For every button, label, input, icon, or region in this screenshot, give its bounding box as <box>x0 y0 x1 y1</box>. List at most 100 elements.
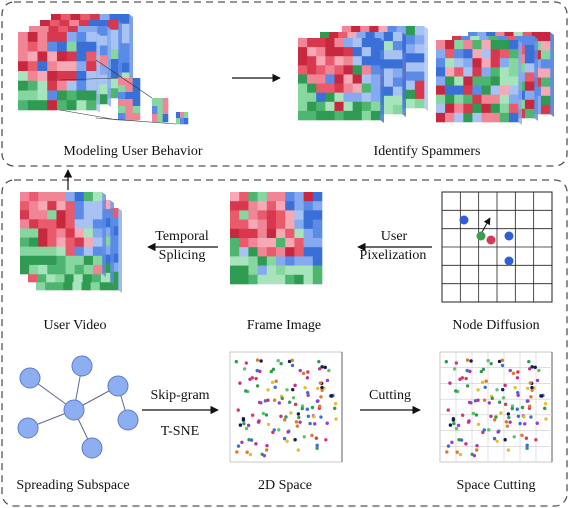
space-cutting-point <box>543 406 547 411</box>
space-2d-point <box>238 381 242 385</box>
space-2d-point <box>255 358 260 362</box>
space-2d-point <box>317 359 321 364</box>
modeling-slice-1 <box>118 78 141 121</box>
space-2d-point <box>238 423 243 427</box>
space-2d-point <box>298 420 302 424</box>
space-2d-point <box>306 390 310 395</box>
blue-node-icon <box>504 231 514 241</box>
space-cutting-point <box>474 413 479 417</box>
modeling-slice-2 <box>152 98 169 123</box>
space-cutting-point <box>511 371 516 376</box>
space-cutting-point <box>504 420 509 424</box>
space-cutting-point <box>516 390 520 395</box>
space-cutting-point <box>505 424 510 428</box>
video-frame-1 <box>20 192 103 275</box>
space-2d-point <box>318 404 322 408</box>
space-cutting-point <box>500 358 504 363</box>
space-2d-point <box>277 428 281 432</box>
space-cutting-point <box>543 402 548 406</box>
space-2d-point <box>329 394 333 398</box>
space-2d-point <box>306 370 310 374</box>
space-cutting-point <box>473 399 478 403</box>
space-cutting-point <box>537 368 541 373</box>
modeling-user-behavior-label: Modeling User Behavior <box>63 144 203 159</box>
space-cutting-point <box>468 369 472 374</box>
space-2d-point <box>266 398 270 402</box>
space-2d-point <box>312 415 316 419</box>
space-cutting-point <box>495 388 499 392</box>
space-2d-point <box>259 359 263 363</box>
frame-image-pixels <box>230 192 323 285</box>
space-cutting-point <box>456 423 461 428</box>
space-2d-point <box>296 448 301 452</box>
space-cutting-point <box>516 393 520 397</box>
space-cutting-point <box>512 435 516 439</box>
modeling-frame-1 <box>18 32 97 111</box>
space-2d-point <box>234 359 239 364</box>
space-cutting-point <box>507 415 511 420</box>
space-cutting-point <box>460 413 465 417</box>
space-2d-point <box>279 414 283 418</box>
space-2d-point <box>266 422 271 427</box>
space-2d-point <box>293 383 297 388</box>
space-cutting-point <box>492 418 497 422</box>
spammer-red-frame-1 <box>298 38 381 121</box>
space-2d-point <box>250 376 255 380</box>
space-cutting-point <box>465 368 469 373</box>
space-cutting-point <box>475 448 479 452</box>
space-2d-point <box>320 365 324 369</box>
space-2d-point <box>317 367 322 371</box>
space-2d-point <box>320 385 324 390</box>
space-cutting-point <box>525 446 529 450</box>
space-cutting-point <box>481 367 486 372</box>
space-2d-point <box>333 406 337 411</box>
cutting-label: Cutting <box>368 388 411 403</box>
space-cutting-point <box>452 421 456 426</box>
space-cutting-point <box>501 387 505 392</box>
space-cutting-point <box>503 383 507 388</box>
identify-spammers-label: Identify Spammers <box>373 144 481 159</box>
space-cutting-point <box>454 426 459 431</box>
red-node-icon <box>486 235 496 245</box>
space-cutting-point <box>489 414 493 418</box>
modeling-slice-3 <box>176 112 189 125</box>
space-cutting-point <box>450 440 454 444</box>
skip-gram-label: Skip-gram <box>150 388 210 403</box>
space-2d-point <box>263 399 268 403</box>
blue-node-icon <box>459 215 469 225</box>
spammer-mixed-frame-1 <box>436 40 519 123</box>
space-cutting-point <box>457 438 461 442</box>
space-cutting-point <box>516 414 521 418</box>
space-2d-point <box>323 365 327 370</box>
tsne-label: T-SNE <box>160 424 200 439</box>
space-2d-point <box>245 450 249 454</box>
space-cutting-point <box>472 453 477 458</box>
space-cutting-point <box>497 359 502 364</box>
space-cutting-point <box>455 450 459 454</box>
space-cutting-point <box>503 438 507 442</box>
space-2d-point <box>246 423 251 428</box>
space-cutting-point <box>526 399 530 403</box>
space-2d-point <box>291 396 296 400</box>
space-2d-point <box>293 438 297 442</box>
space-2d-point <box>315 446 319 450</box>
space-cutting-point <box>516 370 520 374</box>
space-2d-point <box>242 421 246 426</box>
space-cutting-point <box>448 423 453 427</box>
space-2d-point <box>327 368 331 373</box>
space-cutting-point <box>446 444 451 448</box>
space-cutting-point <box>527 367 532 371</box>
node-diffusion-grid <box>441 191 553 303</box>
space-cutting-point <box>454 389 458 393</box>
space-2d-point <box>305 407 309 411</box>
space-2d-point <box>289 411 293 415</box>
frame-image <box>230 192 323 285</box>
space-cutting-point <box>489 361 493 366</box>
space-2d-point <box>319 415 323 419</box>
space-cutting-point <box>445 450 449 454</box>
space-cutting-point <box>446 408 450 412</box>
graph-node-5 <box>17 417 39 439</box>
space-cutting-point <box>465 384 470 388</box>
space-2d-point <box>262 453 267 458</box>
